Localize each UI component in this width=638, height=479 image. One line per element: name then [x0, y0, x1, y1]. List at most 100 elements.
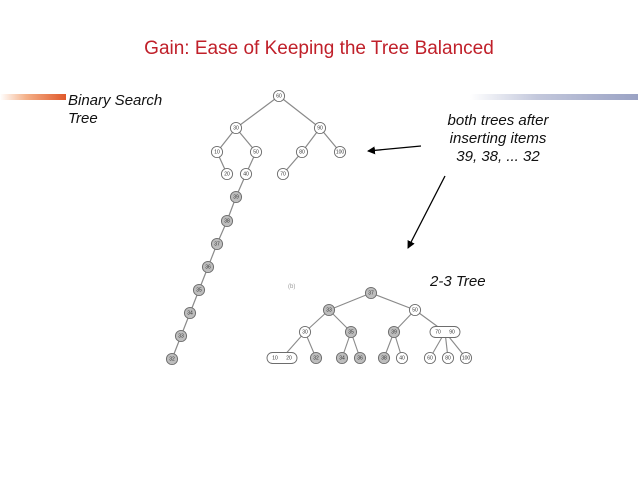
twothree-node-key: 100: [462, 355, 471, 361]
bst-node-39: 39: [229, 190, 243, 204]
bst-node-circle: [229, 121, 243, 135]
twothree-node-shape: [309, 351, 323, 365]
twothree-node-key: 34: [339, 355, 345, 361]
annotation-arrow-to-23tree: [407, 175, 446, 249]
twothree-node-key: 10: [272, 355, 278, 361]
twothree-node-shape: [429, 326, 461, 338]
twothree-node-key: 32: [313, 355, 319, 361]
figure-sublabel: (b): [288, 284, 296, 290]
bst-node-90: 90: [313, 121, 327, 135]
twothree-node-key: 39: [391, 329, 397, 335]
twothree-node-38: 38: [377, 351, 391, 365]
twothree-node-shape: [377, 351, 391, 365]
bst-nodes: 60 30 90 10 50 80 100 20 40 70 39 38 37 36 35 34 33 32: [165, 89, 347, 366]
twothree-edges: [281, 292, 467, 359]
bst-node-circle: [165, 352, 179, 366]
twothree-node-key: 38: [381, 355, 387, 361]
bst-node-40: 40: [239, 167, 253, 181]
bst-node-key: 100: [336, 149, 345, 155]
bst-node-38: 38: [220, 214, 234, 228]
bst-node-circle: [272, 89, 286, 103]
twothree-node-key: 50: [412, 307, 418, 313]
bst-node-10: 10: [210, 145, 224, 159]
twothree-node-shape: [353, 351, 367, 365]
twothree-node-key: 70: [435, 329, 441, 335]
twothree-node-shape: [387, 325, 401, 339]
bst-node-key: 10: [214, 149, 220, 155]
twothree-node-shape: [322, 303, 336, 317]
bst-node-circle: [313, 121, 327, 135]
bst-node-key: 40: [243, 171, 249, 177]
twothree-node-32: 32: [309, 351, 323, 365]
twothree-node-70-90: 70 90: [429, 326, 461, 338]
bst-node-key: 37: [214, 241, 220, 247]
twothree-node-60: 60: [423, 351, 437, 365]
bst-node-30: 30: [229, 121, 243, 135]
bst-node-key: 90: [317, 125, 323, 131]
twothree-node-40: 40: [395, 351, 409, 365]
annotation-text: both trees after inserting items 39, 38,…: [447, 112, 549, 165]
bst-node-key: 80: [299, 149, 305, 155]
bst-node-circle: [220, 214, 234, 228]
twothree-node-key: 40: [399, 355, 405, 361]
twothree-node-shape: [408, 303, 422, 317]
twothree-node-key: 90: [449, 329, 455, 335]
accent-bar-right: [470, 94, 638, 100]
bst-node-50: 50: [249, 145, 263, 159]
twothree-node-30: 30: [298, 325, 312, 339]
bst-node-100: 100: [333, 145, 347, 159]
bst-node-20: 20: [220, 167, 234, 181]
bst-label: Binary Search Tree: [68, 92, 163, 127]
slide-title: Gain: Ease of Keeping the Tree Balanced: [144, 38, 494, 59]
bst-node-33: 33: [174, 329, 188, 343]
bst-node-key: 70: [280, 171, 286, 177]
twothree-node-shape: [441, 351, 455, 365]
bst-node-circle: [192, 283, 206, 297]
bst-node-key: 33: [178, 333, 184, 339]
twothree-node-34: 34: [335, 351, 349, 365]
bst-node-70: 70: [276, 167, 290, 181]
bst-node-circle: [210, 237, 224, 251]
twothree-node-39: 39: [387, 325, 401, 339]
twothree-node-shape: [266, 352, 298, 364]
twothree-node-shape: [459, 351, 473, 365]
twothree-edge: [370, 292, 416, 311]
twothree-node-shape: [364, 286, 378, 300]
bst-node-key: 36: [205, 264, 211, 270]
bst-node-circle: [295, 145, 309, 159]
bst-node-key: 38: [224, 218, 230, 224]
twothree-node-key: 30: [302, 329, 308, 335]
bst-node-key: 60: [276, 93, 282, 99]
twothree-node-shape: [395, 351, 409, 365]
twothree-node-35: 35: [344, 325, 358, 339]
bst-node-circle: [183, 306, 197, 320]
bst-node-key: 35: [196, 287, 202, 293]
twothree-node-10-20: 10 20: [266, 352, 298, 364]
twothree-node-key: 20: [286, 355, 292, 361]
twothree-node-key: 33: [326, 307, 332, 313]
twothree-node-key: 60: [427, 355, 433, 361]
bst-node-60: 60: [272, 89, 286, 103]
twothree-node-key: 35: [348, 329, 354, 335]
twothree-tree-label: 2-3 Tree: [430, 273, 486, 290]
bst-node-circle: [276, 167, 290, 181]
twothree-node-80: 80: [441, 351, 455, 365]
twothree-node-33: 33: [322, 303, 336, 317]
bst-node-34: 34: [183, 306, 197, 320]
bst-edge: [278, 95, 321, 129]
bst-node-circle: [239, 167, 253, 181]
twothree-node-key: 36: [357, 355, 363, 361]
bst-edges: [171, 95, 341, 360]
bst-node-circle: [174, 329, 188, 343]
annotation-arrow-to-bst: [367, 145, 422, 155]
twothree-node-key: 37: [368, 290, 374, 296]
twothree-node-shape: [344, 325, 358, 339]
twothree-node-36: 36: [353, 351, 367, 365]
bst-node-circle: [333, 145, 347, 159]
bst-node-36: 36: [201, 260, 215, 274]
twothree-node-50: 50: [408, 303, 422, 317]
bst-node-35: 35: [192, 283, 206, 297]
bst-edge: [235, 95, 280, 129]
bst-node-key: 50: [253, 149, 259, 155]
